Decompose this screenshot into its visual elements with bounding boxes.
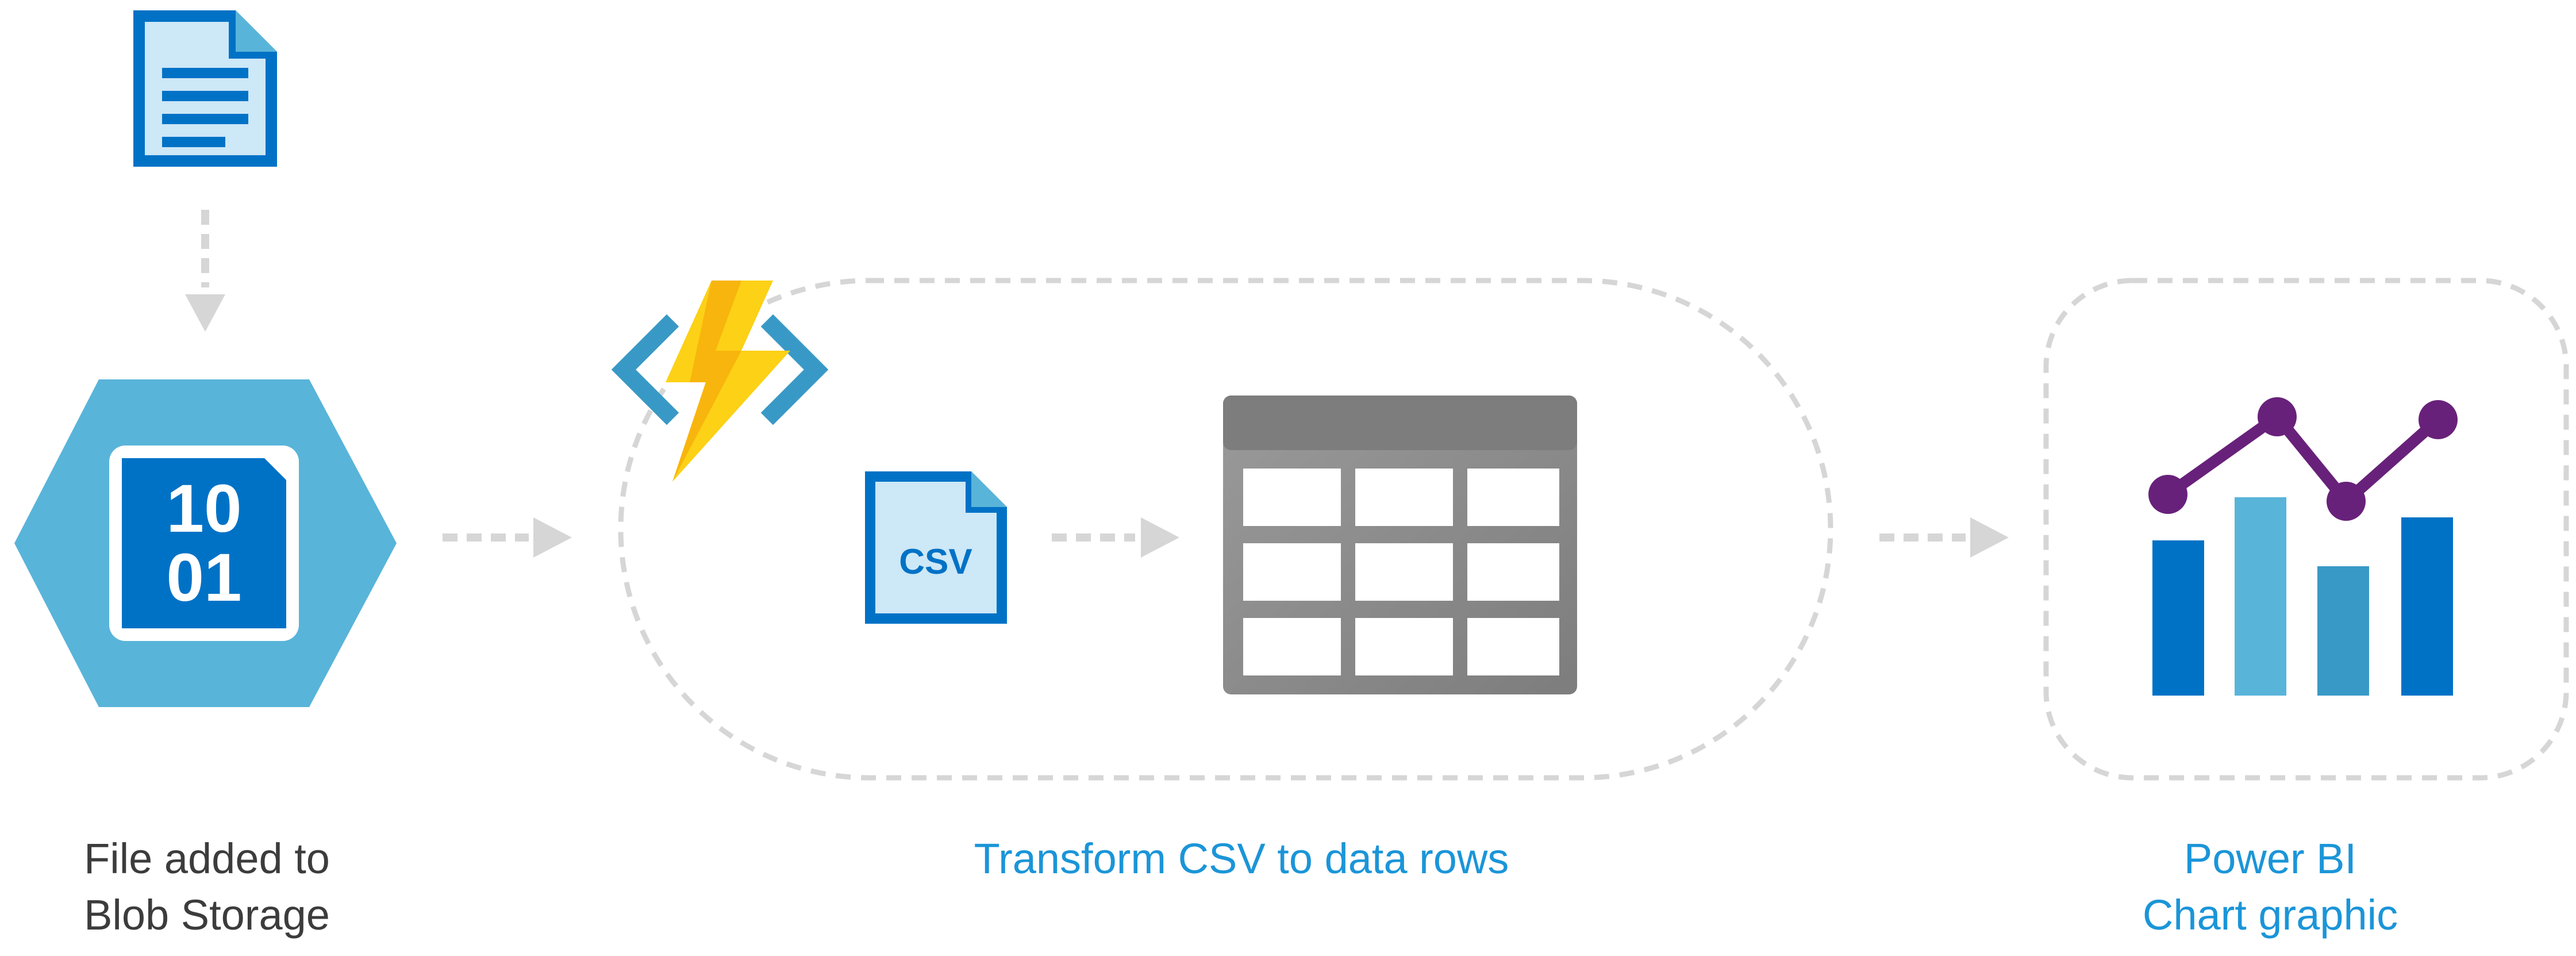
csv-file-icon: CSV — [865, 471, 1007, 624]
azure-function-icon — [611, 281, 829, 482]
arrow-document-to-blob — [185, 210, 225, 332]
blob-storage-label-line-1: File added to — [84, 835, 330, 882]
arrow-transform-to-powerbi — [1879, 517, 2009, 558]
powerbi-label-line-2: Chart graphic — [2142, 891, 2398, 939]
powerbi-label-line-1: Power BI — [2183, 835, 2357, 882]
csv-file-label: CSV — [899, 542, 972, 582]
transform-container — [618, 278, 1833, 781]
power-bi-chart-icon — [2148, 397, 2458, 696]
powerbi-label: Power BI Chart graphic — [2012, 831, 2529, 943]
blob-storage-icon: 10 01 — [14, 379, 397, 707]
document-icon — [133, 10, 277, 167]
table-icon — [1223, 396, 1577, 694]
blob-digits-bottom: 01 — [166, 540, 241, 616]
arrow-blob-to-transform — [443, 517, 572, 558]
blob-storage-label-line-2: Blob Storage — [84, 891, 330, 939]
transform-label: Transform CSV to data rows — [833, 831, 1650, 887]
arrow-csv-to-table — [1052, 517, 1179, 558]
blob-storage-label: File added to Blob Storage — [0, 831, 414, 943]
transform-label-line-1: Transform CSV to data rows — [974, 835, 1509, 882]
blob-digits-top: 10 — [166, 471, 241, 547]
powerbi-container — [2043, 278, 2569, 781]
